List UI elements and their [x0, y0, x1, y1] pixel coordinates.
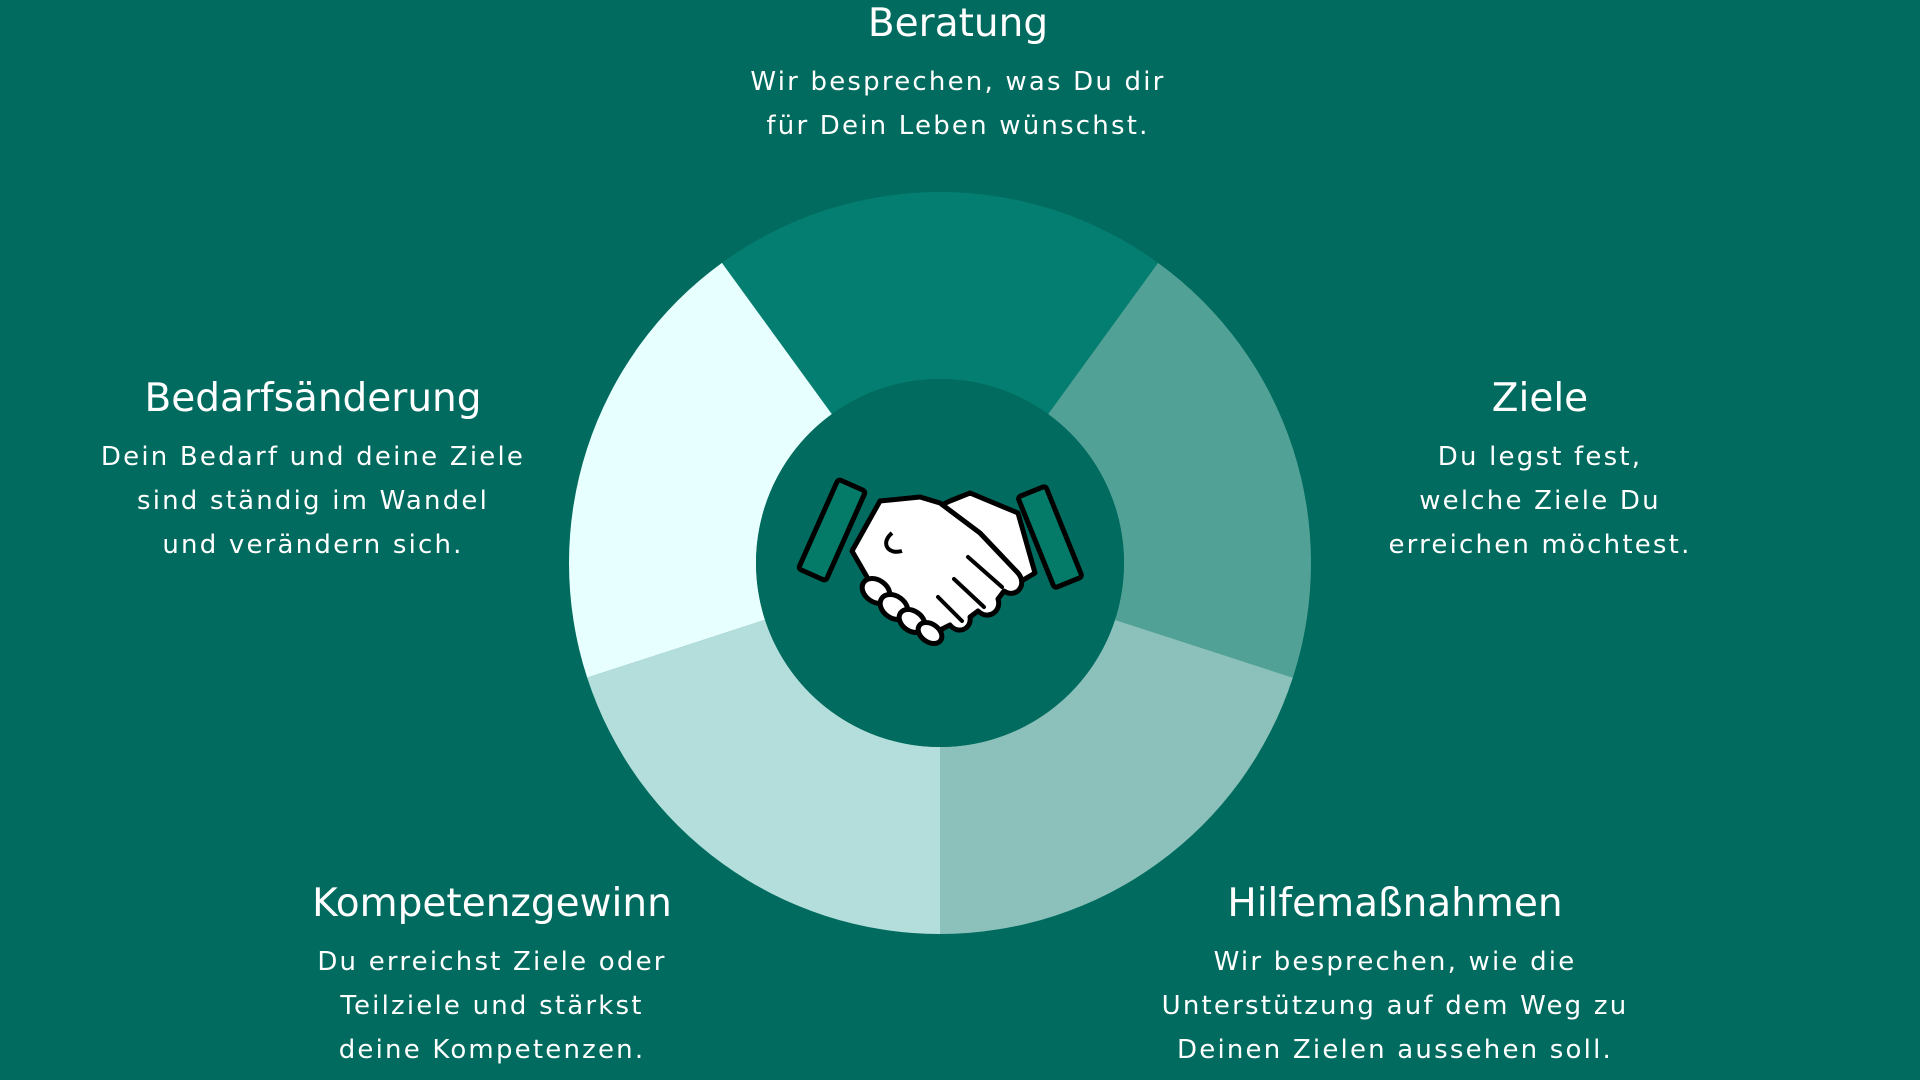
step-bedarfsaenderung: Bedarfsänderung Dein Bedarf und deine Zi… — [101, 375, 525, 567]
step-description: Du legst fest, welche Ziele Du erreichen… — [1388, 442, 1692, 560]
step-description: Dein Bedarf und deine Ziele sind ständig… — [100, 442, 526, 560]
ring-segment-kompetenz — [587, 619, 940, 934]
handshake-icon — [796, 477, 1084, 646]
step-kompetenzgewinn: Kompetenzgewinn Du erreichst Ziele oder … — [312, 880, 672, 1072]
step-ziele: Ziele Du legst fest, welche Ziele Du err… — [1388, 375, 1691, 567]
step-hilfemassnahmen: Hilfemaßnahmen Wir besprechen, wie die U… — [1162, 880, 1629, 1072]
step-description: Wir besprechen, was Du dir für Dein Lebe… — [750, 67, 1166, 141]
cuff-shape — [1016, 484, 1084, 590]
step-title: Kompetenzgewinn — [312, 881, 672, 926]
step-title: Hilfemaßnahmen — [1227, 881, 1563, 926]
step-title: Ziele — [1491, 376, 1589, 421]
ring-segment-ziele — [1048, 262, 1311, 678]
step-title: Beratung — [867, 1, 1049, 46]
step-beratung: Beratung Wir besprechen, was Du dir für … — [750, 0, 1165, 148]
step-description: Du erreichst Ziele oder Teilziele und st… — [317, 947, 667, 1065]
ring-segment-beratung — [721, 191, 1159, 415]
ring-segment-bedarf — [568, 262, 832, 678]
step-description: Wir besprechen, wie die Unterstützung au… — [1161, 947, 1629, 1065]
cuff-shape — [796, 477, 868, 583]
step-title: Bedarfsänderung — [144, 376, 482, 421]
ring-segment-hilfe — [940, 619, 1293, 934]
